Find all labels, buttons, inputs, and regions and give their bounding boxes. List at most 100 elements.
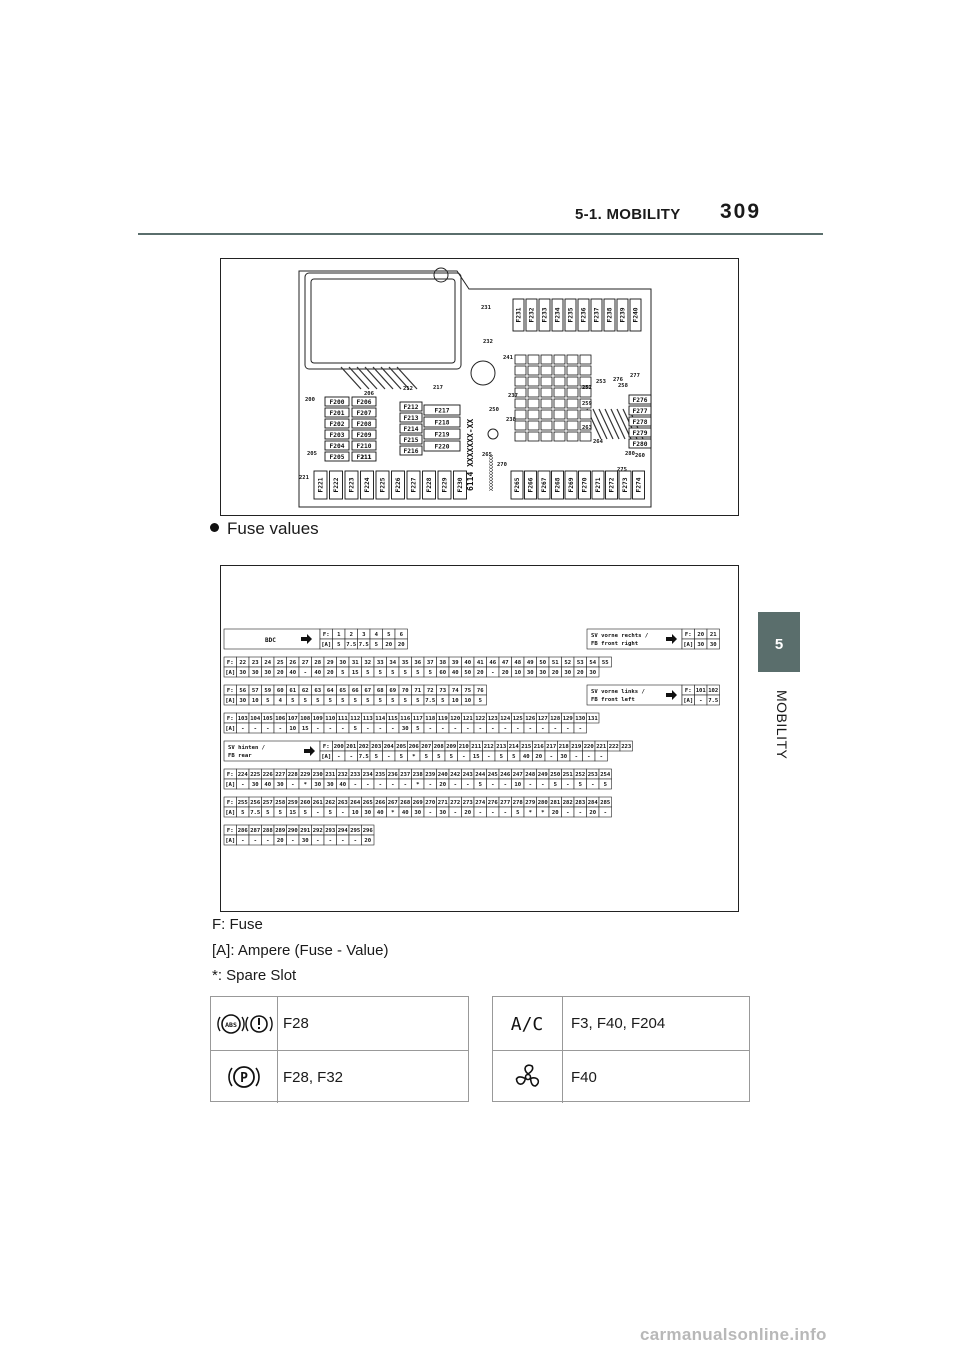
fuse-f206-slot — [351, 396, 377, 407]
row6-fuse-cell-text: 267 — [388, 800, 398, 806]
bdc-fuse-cell-text: 5 — [387, 632, 390, 638]
row1-fuse-cell-text: 39 — [452, 660, 459, 666]
row5-fuse-cell-text: 242 — [450, 772, 460, 778]
icon-cell: ABS — [211, 997, 278, 1050]
row5-fuse-cell-text: 226 — [263, 772, 274, 778]
fuse-f234-label: F234 — [555, 307, 562, 322]
row2-amp-cell-text: 5 — [266, 698, 269, 704]
row2-amp-cell-text: 5 — [441, 698, 444, 704]
fuse-f231-slot — [512, 298, 525, 332]
row6-amp-cell — [598, 806, 612, 818]
row4-fuse-cell-text: 209 — [446, 744, 457, 750]
chapter-label-text: MOBILITY — [774, 690, 790, 760]
fuse-f230-label: F230 — [457, 477, 464, 492]
row5-amp-cell-text: 30 — [314, 782, 321, 788]
row2-fuse-cell-text: 66 — [352, 688, 359, 694]
row2-amp-cell-text: 5 — [379, 698, 382, 704]
relay-slot — [527, 387, 540, 398]
row6-fuse-cell-text: 281 — [550, 800, 561, 806]
row2-fuse-cell-text: 61 — [289, 688, 296, 694]
row1-amp-cell-text: 60 — [439, 670, 446, 676]
row1-amp-cell-text: 20 — [477, 670, 484, 676]
note-spare: *: Spare Slot — [212, 967, 297, 984]
row1-fuse-cell-text: 25 — [277, 660, 284, 666]
row3-amp-cell-text: - — [254, 726, 257, 732]
svg-text:P: P — [240, 1071, 248, 1086]
row1-fuse-cell-text: 38 — [439, 660, 446, 666]
row1-fuse-cell-text: 49 — [527, 660, 534, 666]
row4-fuse-cell-text: 203 — [371, 744, 381, 750]
row5-fuse-cell-text: 244 — [475, 772, 486, 778]
row2-fuse-cell-text: 70 — [402, 688, 409, 694]
row2-fuse-cell-text: 60 — [277, 688, 284, 694]
row3-amp-cell-text: 10 — [289, 726, 296, 732]
row5-a-header-text: [A] — [225, 782, 235, 788]
fuse-ref-parking: F28, F32 — [283, 1069, 344, 1086]
part-code: 6114 XXXXXXX-XX — [466, 419, 475, 491]
fuse-f268-label: F268 — [555, 477, 562, 492]
fuse-f208-label: F208 — [357, 421, 372, 428]
row4-amp-cell — [594, 750, 608, 762]
table-row: P F28, F32 — [211, 1050, 468, 1103]
relay-slot — [527, 409, 540, 420]
row5-fuse-cell-text: 225 — [250, 772, 260, 778]
hatch-line — [380, 366, 402, 390]
relay-slot — [566, 387, 579, 398]
row3-fuse-cell-text: 123 — [488, 716, 498, 722]
row1-amp-cell-text: 40 — [289, 670, 296, 676]
area-label: 238 — [506, 417, 516, 423]
bdc-amp-cell-text: 20 — [385, 642, 392, 648]
row3-fuse-cell-text: 115 — [388, 716, 398, 722]
relay-slot — [514, 409, 527, 420]
row5-amp-cell-text: 5 — [579, 782, 582, 788]
row2-amp-cell — [473, 694, 487, 706]
relay-slot — [579, 431, 592, 442]
row1-fuse-cell-text: 22 — [239, 660, 246, 666]
row3-amp-cell-text: - — [379, 726, 382, 732]
row5-amp-cell-text: - — [529, 782, 532, 788]
relay-slot — [540, 431, 553, 442]
mount-hole — [487, 428, 499, 440]
hatch-line — [388, 366, 410, 390]
row5-amp-cell-text: - — [504, 782, 507, 788]
row4-fuse-cell-text: 210 — [459, 744, 470, 750]
front-left-fuse-cell-text: 101 — [696, 688, 707, 694]
row6-fuse-cell-text: 276 — [488, 800, 499, 806]
row3-amp-cell-text: - — [441, 726, 444, 732]
row4-fuse-cell-text: 213 — [496, 744, 506, 750]
front-left-a-header-text: [A] — [683, 698, 693, 704]
area-label: 275 — [617, 467, 627, 473]
front-right-a-header-text: [A] — [683, 642, 693, 648]
row5-f-header-text: F: — [227, 772, 234, 778]
relay-slot — [514, 398, 527, 409]
row3-a-header-text: [A] — [225, 726, 235, 732]
fuse-f278-label: F278 — [633, 419, 648, 426]
area-label: 253 — [596, 379, 606, 385]
fuse-f218-label: F218 — [435, 420, 450, 427]
row1-fuse-cell-text: 23 — [252, 660, 259, 666]
row4-amp-cell-text: 5 — [425, 754, 428, 760]
fuse-f268-slot — [551, 470, 564, 500]
chapter-tab[interactable]: 5 — [758, 612, 800, 672]
row5-fuse-cell-text: 249 — [538, 772, 549, 778]
row5-fuse-cell-text: 229 — [300, 772, 311, 778]
relay-slot — [579, 420, 592, 431]
relay-slot — [566, 420, 579, 431]
row1-amp-cell-text: 5 — [341, 670, 344, 676]
row6-fuse-cell-text: 273 — [463, 800, 473, 806]
row1-fuse-cell-text: 35 — [402, 660, 409, 666]
row2-fuse-cell-text: 74 — [452, 688, 459, 694]
fuse-f208-slot — [351, 418, 377, 429]
row1-fuse-cell-text: 26 — [289, 660, 296, 666]
row3-fuse-cell-text: 122 — [475, 716, 485, 722]
row6-a-header-text: [A] — [225, 810, 235, 816]
row6-amp-cell-text: - — [454, 810, 457, 816]
row6-amp-cell-text: - — [491, 810, 494, 816]
row3-fuse-cell-text: 112 — [350, 716, 360, 722]
fuse-f226-label: F226 — [395, 477, 402, 492]
row1-amp-cell-text: 40 — [452, 670, 459, 676]
row2-amp-cell-text: 5 — [329, 698, 332, 704]
fuse-f201-label: F201 — [330, 410, 345, 417]
row5-fuse-cell-text: 233 — [350, 772, 360, 778]
row5-fuse-cell-text: 228 — [288, 772, 299, 778]
